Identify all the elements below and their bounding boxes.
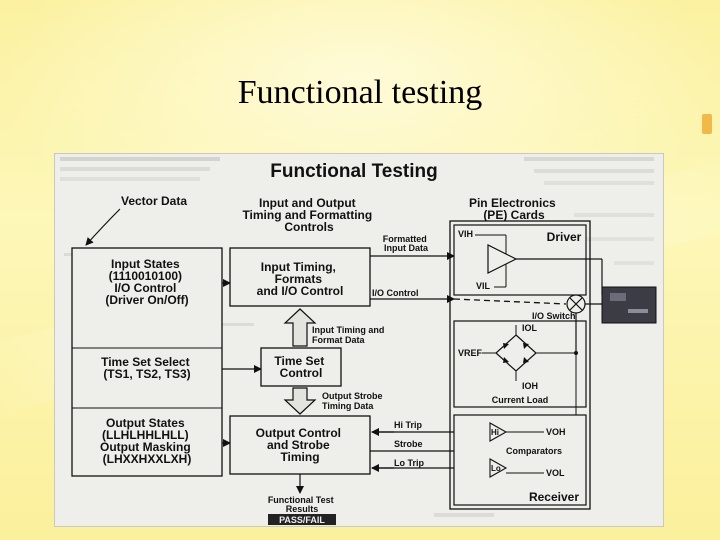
dut-chip-label-mark (628, 309, 648, 313)
time-set-control-line-2: Control (280, 366, 323, 380)
current-load-label: Current Load (492, 395, 549, 405)
output-strobe-timing-arrow (283, 387, 317, 415)
vref-label: VREF (458, 348, 483, 358)
output-strobe-line-2: Timing Data (322, 401, 374, 411)
formatted-input-label: Formatted Input Data (383, 234, 430, 253)
formatted-input-line-2: Input Data (384, 243, 429, 253)
iol-label: IOL (522, 323, 538, 333)
time-set-select-line-2: (TS1, TS2, TS3) (103, 367, 190, 381)
pe-heading-line-2: (PE) Cards (483, 208, 545, 222)
results-line-1: Functional Test (268, 495, 334, 505)
output-states-line-3: Output Masking (100, 440, 191, 454)
output-strobe-line-1: Output Strobe (322, 391, 383, 401)
dut-chip-icon (601, 286, 657, 324)
dut-chip-highlight (610, 293, 626, 301)
receiver-box (453, 414, 587, 506)
time-set-select-line-1: Time Set Select (101, 355, 190, 369)
io-timing-heading-line-2: Timing and Formatting (242, 208, 372, 222)
driver-buffer-icon (487, 244, 518, 274)
functional-testing-diagram: Functional Testing Vector Data Input and… (60, 157, 657, 525)
driver-label: Driver (547, 230, 582, 244)
output-states-line-1: Output States (106, 416, 185, 430)
vector-data-label: Vector Data (121, 194, 187, 208)
pe-card-outline (449, 220, 591, 510)
pe-cards-heading: Pin Electronics (PE) Cards (469, 196, 559, 222)
lo-trip-label: Lo Trip (394, 458, 424, 468)
output-strobe-label: Output Strobe Timing Data (322, 391, 385, 411)
strobe-label: Strobe (394, 439, 423, 449)
input-timing-data-line-1: Input Timing and (312, 325, 384, 335)
slide-title: Functional testing (237, 74, 483, 111)
input-states-line-2: (1110010100) (109, 269, 182, 283)
output-states-line-4: (LHXXHXXLXH) (103, 452, 192, 466)
input-states-line-4: (Driver On/Off) (105, 293, 188, 307)
functional-testing-figure: Functional Testing Vector Data Input and… (54, 153, 664, 527)
lo-label: Lo (491, 464, 501, 473)
io-switch-label: I/O Switch (532, 311, 576, 321)
slide-corner-accent (702, 114, 712, 134)
hi-label: Hi (491, 428, 499, 437)
io-timing-heading: Input and Output Timing and Formatting C… (242, 196, 375, 234)
output-states-line-2: (LLHLHHLHLL) (102, 428, 189, 442)
pass-fail-badge (268, 514, 336, 525)
vih-label: VIH (458, 229, 473, 239)
results-line-2: Results (286, 504, 319, 514)
input-timing-data-line-2: Format Data (312, 335, 366, 345)
bridge-diode-3 (503, 357, 509, 363)
comparator-hi-icon (489, 422, 508, 442)
output-control-line-3: Timing (280, 450, 319, 464)
output-states-text: Output States (LLHLHHLHLL) Output Maskin… (100, 416, 194, 466)
output-control-line-2: and Strobe (267, 438, 330, 452)
ioh-label: IOH (522, 381, 538, 391)
vector-data-block (71, 247, 223, 477)
pass-fail-label: PASS/FAIL (279, 515, 325, 525)
input-timing-format-arrow (283, 308, 317, 347)
comparators-label: Comparators (506, 446, 562, 456)
bridge-diode-2 (523, 343, 529, 349)
formatted-input-line-1: Formatted (383, 234, 427, 244)
input-timing-line-1: Input Timing, (261, 260, 336, 274)
output-control-text: Output Control and Strobe Timing (256, 426, 345, 464)
input-timing-text: Input Timing, Formats and I/O Control (257, 260, 344, 298)
pe-heading-line-1: Pin Electronics (469, 196, 556, 210)
bridge-diode-4 (523, 357, 529, 363)
voh-label: VOH (546, 427, 566, 437)
driver-box (453, 224, 587, 296)
figure-title: Functional Testing (270, 161, 437, 182)
comparator-lo-icon (489, 458, 508, 478)
io-switch-cross-2 (569, 297, 583, 311)
results-label: Functional Test Results (268, 495, 336, 514)
output-control-line-1: Output Control (256, 426, 341, 440)
input-states-text: Input States (1110010100) I/O Control (D… (105, 257, 188, 307)
output-control-block (229, 415, 371, 475)
receiver-label: Receiver (529, 490, 579, 504)
vector-data-arrow (85, 208, 121, 246)
scanned-bleed-through (60, 157, 654, 517)
time-set-control-line-1: Time Set (274, 354, 324, 368)
input-timing-data-label: Input Timing and Format Data (312, 325, 387, 345)
time-set-select-text: Time Set Select (TS1, TS2, TS3) (101, 355, 193, 381)
input-timing-line-3: and I/O Control (257, 284, 344, 298)
time-set-control-text: Time Set Control (274, 354, 327, 380)
bridge-diode-1 (503, 343, 509, 349)
io-timing-heading-line-3: Controls (284, 220, 334, 234)
input-states-line-1: Input States (111, 257, 180, 271)
input-timing-block (229, 247, 371, 307)
vil-label: VIL (476, 281, 491, 291)
input-states-line-3: I/O Control (114, 281, 176, 295)
time-set-control-block (260, 347, 342, 387)
input-timing-line-2: Formats (275, 272, 323, 286)
io-control-dashed-line (453, 298, 567, 305)
io-timing-heading-line-1: Input and Output (259, 196, 356, 210)
current-load-box (453, 320, 587, 408)
vol-label: VOL (546, 468, 565, 478)
io-control-label: I/O Control (372, 288, 419, 298)
hi-trip-label: Hi Trip (394, 420, 423, 430)
